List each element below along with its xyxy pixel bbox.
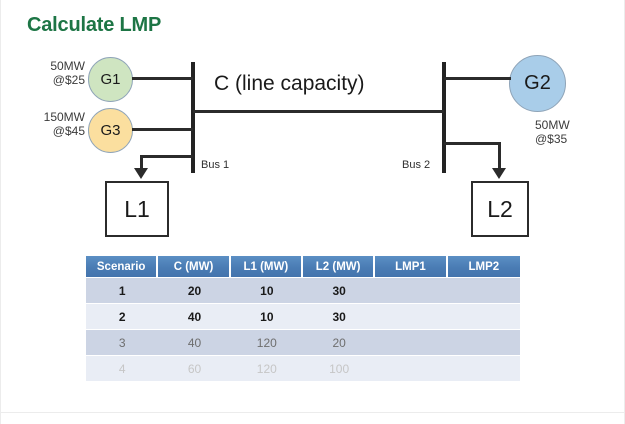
generator-g1-capacity: 50MW xyxy=(50,59,85,73)
cell-l1: 10 xyxy=(230,278,303,304)
cell-c: 20 xyxy=(158,278,231,304)
page-title: Calculate LMP xyxy=(27,14,162,36)
cell-l1: 120 xyxy=(230,356,303,382)
scenario-table: Scenario C (MW) L1 (MW) L2 (MW) LMP1 LMP… xyxy=(86,256,520,382)
generator-g2-capacity: 50MW xyxy=(535,118,570,132)
line-capacity-label: C (line capacity) xyxy=(214,72,365,95)
column-header-c-mw: C (MW) xyxy=(158,256,231,278)
table-row: 4 60 120 100 xyxy=(86,356,520,382)
bus-1-label: Bus 1 xyxy=(201,159,230,171)
cell-lmp1 xyxy=(375,278,448,304)
cell-l2: 100 xyxy=(302,356,376,382)
generator-node-g3: G3 xyxy=(88,108,133,153)
generator-g3-capacity: 150MW xyxy=(43,110,85,124)
column-header-l2-mw: L2 (MW) xyxy=(302,256,376,278)
cell-scenario: 4 xyxy=(86,356,159,382)
table-row: 2 40 10 30 xyxy=(86,304,520,330)
column-header-l1-mw: L1 (MW) xyxy=(230,256,303,278)
cell-scenario: 3 xyxy=(86,330,159,356)
cell-scenario: 1 xyxy=(86,278,159,304)
wire-bus1-to-l1-horizontal xyxy=(140,155,193,158)
generator-node-g2: G2 xyxy=(509,55,566,112)
cell-l2: 30 xyxy=(302,304,376,330)
load-box-l2: L2 xyxy=(471,181,529,237)
generator-g3-label: G3 xyxy=(100,122,121,139)
cell-l2: 20 xyxy=(302,330,376,356)
wire-g1-to-bus1 xyxy=(132,77,193,80)
generator-g2-label: G2 xyxy=(524,72,551,94)
bus-bar-2 xyxy=(442,62,446,173)
cell-lmp2 xyxy=(447,330,520,356)
bottom-divider xyxy=(1,412,624,413)
generator-g3-annotation: 150MW @$45 xyxy=(23,110,85,138)
tie-line-bus1-bus2 xyxy=(193,110,444,113)
cell-c: 40 xyxy=(158,304,231,330)
cell-lmp2 xyxy=(447,278,520,304)
cell-l2: 30 xyxy=(302,278,376,304)
generator-node-g1: G1 xyxy=(88,57,133,102)
scenario-table-container: Scenario C (MW) L1 (MW) L2 (MW) LMP1 LMP… xyxy=(86,256,520,382)
cell-l1: 120 xyxy=(230,330,303,356)
load-l1-label: L1 xyxy=(124,195,150,222)
cell-c: 40 xyxy=(158,330,231,356)
wire-bus2-to-g2 xyxy=(444,77,511,80)
cell-c: 60 xyxy=(158,356,231,382)
bus-2-label: Bus 2 xyxy=(402,159,431,171)
column-header-lmp2: LMP2 xyxy=(447,256,520,278)
load-box-l1: L1 xyxy=(105,181,169,237)
wire-bus1-to-l1-vertical xyxy=(140,155,143,171)
bus-bar-1 xyxy=(191,62,195,173)
wire-bus2-to-l2-horizontal xyxy=(444,142,501,145)
generator-g1-price: @$25 xyxy=(52,73,85,87)
generator-g1-label: G1 xyxy=(100,71,121,88)
cell-lmp1 xyxy=(375,304,448,330)
table-row: 1 20 10 30 xyxy=(86,278,520,304)
generator-g2-price: @$35 xyxy=(535,132,568,146)
arrow-down-icon-l2 xyxy=(492,168,506,179)
load-l2-label: L2 xyxy=(487,195,513,222)
table-header-row: Scenario C (MW) L1 (MW) L2 (MW) LMP1 LMP… xyxy=(86,256,520,278)
wire-bus2-to-l2-vertical xyxy=(498,142,501,171)
generator-g2-annotation: 50MW @$35 xyxy=(535,118,597,146)
cell-lmp1 xyxy=(375,356,448,382)
arrow-down-icon-l1 xyxy=(134,168,148,179)
cell-lmp2 xyxy=(447,356,520,382)
column-header-lmp1: LMP1 xyxy=(375,256,448,278)
column-header-scenario: Scenario xyxy=(86,256,159,278)
generator-g3-price: @$45 xyxy=(52,124,85,138)
cell-lmp2 xyxy=(447,304,520,330)
table-row: 3 40 120 20 xyxy=(86,330,520,356)
wire-g3-to-bus1 xyxy=(132,128,193,131)
cell-lmp1 xyxy=(375,330,448,356)
generator-g1-annotation: 50MW @$25 xyxy=(29,59,85,87)
cell-l1: 10 xyxy=(230,304,303,330)
cell-scenario: 2 xyxy=(86,304,159,330)
